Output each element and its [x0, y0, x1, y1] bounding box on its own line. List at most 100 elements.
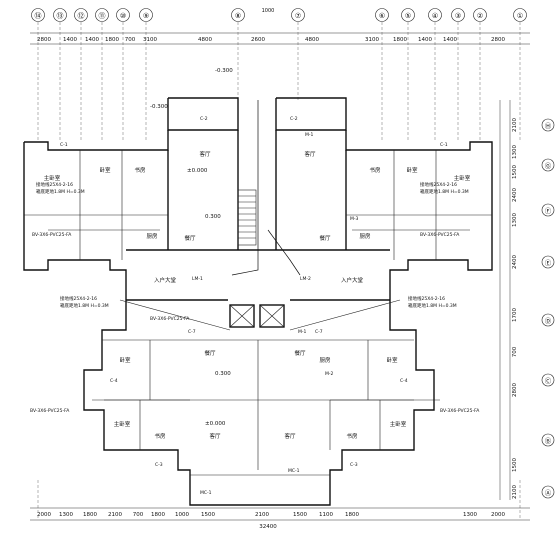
dimension-text: 1300	[512, 145, 518, 159]
axis-bubble	[139, 8, 153, 22]
axis-label: ⑫	[78, 12, 85, 20]
dimension-text: 2800	[491, 37, 505, 43]
dimension-text: 2600	[251, 37, 265, 43]
axis-label: ⑬	[57, 12, 64, 20]
axis-bubble	[291, 8, 305, 22]
window-code: C-7	[315, 329, 323, 335]
axis-bubble	[541, 433, 555, 447]
pipe-label: BV-3X6-PVC25-FA	[32, 232, 72, 238]
room-label-dining: 餐厅	[294, 349, 306, 357]
axis-label: ⑪	[99, 12, 106, 20]
dimension-text: 1300	[59, 512, 73, 518]
axis-label: ①	[517, 12, 523, 20]
window-code: C-7	[188, 329, 196, 335]
room-label-living: 客厅	[284, 432, 296, 440]
window-code: C-3	[155, 462, 163, 468]
room-label-kitchen: 厨房	[146, 232, 158, 240]
axis-bubble	[428, 8, 442, 22]
axis-bubble	[53, 8, 67, 22]
level-mark: ±0.000	[205, 421, 226, 427]
room-label-kitchen: 厨房	[359, 232, 371, 240]
axis-bubble	[541, 255, 555, 269]
axis-bubble	[116, 8, 130, 22]
panel-label: 接地线25X4-2-16	[60, 295, 97, 302]
axis-label: ⑭	[35, 12, 42, 20]
core-stair-elevators	[229, 189, 285, 328]
dimension-text: 1800	[151, 512, 165, 518]
window-code: C-1	[60, 142, 68, 148]
panel-label: 接地线25X4-2-16	[420, 181, 457, 188]
window-code: C-4	[400, 378, 408, 384]
dimension-text: 1300	[512, 213, 518, 227]
axis-bubble	[74, 8, 88, 22]
room-label-lobby: 入户大堂	[341, 276, 364, 284]
dimension-text: 1500	[512, 165, 518, 179]
axis-bubble	[541, 158, 555, 172]
axis-bubble	[231, 8, 245, 22]
door-code: M-2	[325, 371, 334, 377]
room-label-living: 客厅	[199, 150, 211, 158]
dimension-text: 700	[133, 512, 144, 518]
axis-label: ⑦	[295, 12, 301, 20]
elevation-mark: -0.300	[215, 68, 233, 74]
door-code: LM-1	[192, 276, 203, 282]
dimension-text: 1800	[105, 37, 119, 43]
dimension-text: 2000	[37, 512, 51, 518]
right-dimension-chain: 2100 1300 1500 2400 1300 2400 1700 700 2…	[499, 100, 555, 500]
room-label-bedroom: 卧室	[119, 356, 131, 364]
panel-sub-label: 箱底距地1.8M H=0.3M	[36, 188, 85, 195]
dimension-text: 3100	[365, 37, 379, 43]
dimension-text: 1400	[63, 37, 77, 43]
panel-label: 接地线25X4-2-16	[36, 181, 73, 188]
pipe-label: BV-3X6-PVC25-FA	[30, 408, 70, 414]
dimension-text: 700	[125, 37, 136, 43]
room-label-living: 客厅	[304, 150, 316, 158]
axis-label: ④	[432, 12, 438, 20]
room-label-dining: 餐厅	[184, 234, 196, 242]
room-label-bedroom: 卧室	[99, 166, 111, 174]
room-label-living: 客厅	[209, 432, 221, 440]
axis-label: ⑨	[143, 12, 149, 20]
dimension-text: 2400	[512, 255, 518, 269]
total-dimension-top: 1000	[262, 8, 275, 14]
dimension-text: 2800	[37, 37, 51, 43]
dimension-text: 2100	[512, 118, 518, 132]
window-code: C-2	[290, 116, 298, 122]
axis-bubble	[541, 485, 555, 499]
dimension-text: 1800	[345, 512, 359, 518]
stair	[237, 189, 257, 246]
axis-label: Ⓐ	[545, 489, 552, 497]
total-dimension-bottom: 32400	[259, 524, 277, 530]
pipe-label: BV-3X6-PVC25-FA	[440, 408, 480, 414]
axis-bubble	[541, 373, 555, 387]
room-label-dining: 餐厅	[204, 349, 216, 357]
axis-label: ⑤	[405, 12, 411, 20]
axis-bubble	[95, 8, 109, 22]
room-label-study: 书房	[369, 166, 381, 174]
axis-label: ⑩	[120, 12, 126, 20]
door-code: M-1	[305, 132, 314, 138]
window-code: C-1	[440, 142, 448, 148]
axis-label: ⑥	[379, 12, 385, 20]
dimension-text: 1800	[393, 37, 407, 43]
window-code: C-4	[110, 378, 118, 384]
axis-label: Ⓕ	[545, 207, 552, 215]
dimension-text: 1300	[463, 512, 477, 518]
window-code: C-3	[350, 462, 358, 468]
axis-label: Ⓗ	[545, 122, 552, 130]
panel-sub-label: 箱底距地1.8M H=0.3M	[408, 302, 457, 309]
dimension-text: 1400	[85, 37, 99, 43]
room-label-kitchen: 厨房	[319, 356, 331, 364]
door-code: MC-1	[288, 468, 300, 474]
axis-label: Ⓖ	[545, 162, 552, 170]
level-labels: -0.300 -0.300 ±0.000 0.300 0.300 ±0.000	[150, 68, 233, 427]
level-mark: ±0.000	[187, 168, 208, 174]
dimension-text: 2800	[512, 383, 518, 397]
door-code: LM-2	[300, 276, 311, 282]
axis-bubble	[451, 8, 465, 22]
axis-bubble	[541, 203, 555, 217]
axis-bubble	[375, 8, 389, 22]
top-dimension-chain: 1000 2800 1400 1400 1800 700 3100 4800 2…	[30, 8, 530, 45]
room-label-dining: 餐厅	[319, 234, 331, 242]
